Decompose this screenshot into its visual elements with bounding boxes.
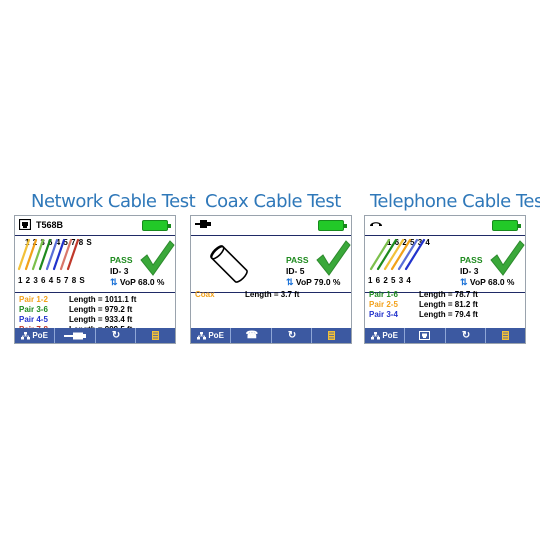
pass-checkmark-icon [316, 240, 351, 276]
refresh-icon: ↻ [461, 330, 471, 341]
coax-cable-diagram [210, 245, 248, 283]
ethernet-jack-icon [18, 218, 32, 233]
pin-numbers-bottom: 1 6 2 5 3 4 [368, 276, 412, 285]
menu-list-icon [151, 331, 159, 340]
vop-readout: ⇅ VoP 68.0 % [110, 277, 165, 287]
pass-checkmark-icon [490, 240, 525, 276]
pair-row-3-6: Pair 3-6 Length = 979.2 ft [19, 305, 133, 314]
remote-id: ID- 3 [110, 266, 129, 276]
pair-row-2-5: Pair 2-5 Length = 81.2 ft [369, 300, 478, 309]
wiremap-diagram [369, 238, 426, 271]
menu-softkey[interactable] [312, 328, 351, 343]
pair-row-3-4: Pair 3-4 Length = 79.4 ft [369, 310, 478, 319]
remote-id: ID- 5 [286, 266, 305, 276]
cable-plug-icon [63, 332, 86, 339]
network-icon [21, 331, 31, 339]
network-test-heading: Network Cable Test [31, 191, 196, 212]
pair-row-1-2: Pair 1-2 Length = 1011.1 ft [19, 295, 137, 304]
poe-softkey[interactable]: PoE [365, 328, 406, 343]
pair-row-1-6: Pair 1-6 Length = 78.7 ft [369, 290, 478, 299]
refresh-softkey[interactable]: ↻ [272, 328, 312, 343]
pin-numbers-bottom: 1 2 3 6 4 5 7 8 S [18, 276, 86, 285]
wiring-standard-label: T568B [36, 220, 64, 230]
refresh-icon: ↻ [287, 330, 297, 341]
screen-header: T568B [15, 216, 175, 236]
telephone-handset-icon: ☎ [245, 330, 259, 341]
battery-icon [318, 220, 347, 231]
pass-checkmark-icon [140, 240, 175, 276]
softkey-toolbar: PoE ☎ ↻ [191, 328, 351, 343]
test-result: PASS [286, 255, 309, 265]
menu-softkey[interactable] [136, 328, 175, 343]
wiremap-diagram [17, 238, 80, 271]
telephone-handset-icon [369, 219, 383, 231]
menu-list-icon [327, 331, 335, 340]
telephone-mode-softkey[interactable]: ☎ [231, 328, 272, 343]
test-result: PASS [460, 255, 483, 265]
softkey-toolbar: PoE ↻ [15, 328, 175, 343]
up-down-arrows-icon: ⇅ [110, 277, 118, 287]
up-down-arrows-icon: ⇅ [286, 277, 294, 287]
up-down-arrows-icon: ⇅ [460, 277, 468, 287]
results-divider [365, 292, 525, 293]
remote-id: ID- 3 [460, 266, 479, 276]
ethernet-jack-icon [419, 331, 431, 340]
results-divider [191, 292, 351, 293]
menu-list-icon [501, 331, 509, 340]
poe-softkey[interactable]: PoE [191, 328, 232, 343]
pin-numbers-top: 1 2 3 6 4 5 7 8 S [25, 238, 93, 247]
results-divider [15, 292, 175, 293]
softkey-toolbar: PoE ↻ [365, 328, 525, 343]
refresh-icon: ↻ [111, 330, 121, 341]
battery-icon [142, 220, 171, 231]
network-icon [371, 331, 381, 339]
telephone-test-screen: 1 6 2 5 3 4 1 6 2 5 3 4 PASS ID- 3 ⇅ VoP… [364, 215, 526, 344]
menu-softkey[interactable] [486, 328, 525, 343]
battery-icon [492, 220, 521, 231]
coax-connector-icon [195, 219, 211, 232]
coax-length-row: Coax Length = 3.7 ft [195, 290, 300, 299]
cable-mode-softkey[interactable] [55, 328, 96, 343]
network-mode-softkey[interactable] [405, 328, 446, 343]
telephone-test-heading: Telephone Cable Test [370, 191, 540, 212]
coax-test-heading: Coax Cable Test [205, 191, 341, 212]
screen-header [365, 216, 525, 236]
network-test-screen: T568B 1 2 3 6 4 5 7 8 S 1 2 3 6 4 5 7 8 … [14, 215, 176, 344]
test-result: PASS [110, 255, 133, 265]
refresh-softkey[interactable]: ↻ [96, 328, 136, 343]
network-icon [197, 331, 207, 339]
pair-row-4-5: Pair 4-5 Length = 933.4 ft [19, 315, 133, 324]
refresh-softkey[interactable]: ↻ [446, 328, 486, 343]
vop-readout: ⇅ VoP 79.0 % [286, 277, 341, 287]
poe-softkey[interactable]: PoE [15, 328, 56, 343]
vop-readout: ⇅ VoP 68.0 % [460, 277, 515, 287]
screen-header [191, 216, 351, 236]
coax-test-screen: PASS ID- 5 ⇅ VoP 79.0 % Coax Length = 3.… [190, 215, 352, 344]
